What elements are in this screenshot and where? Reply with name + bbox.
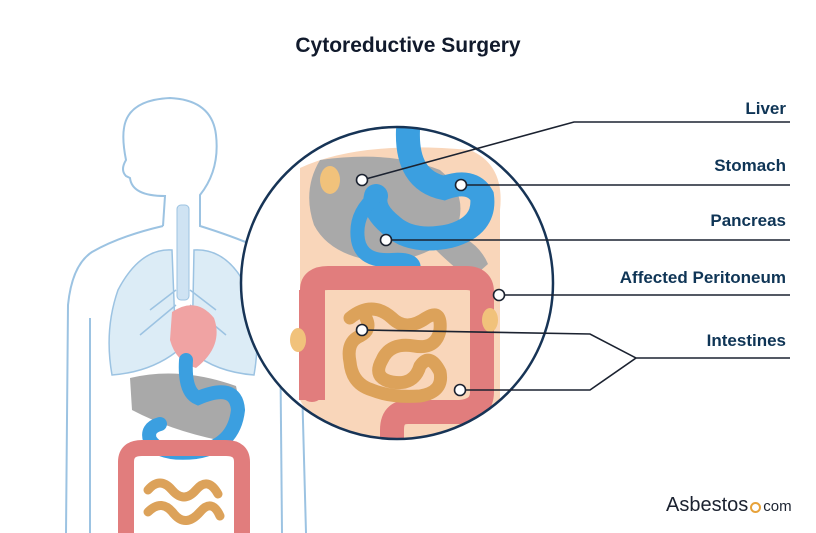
heart [170,305,217,368]
leader-lines [361,121,790,391]
liver-marker [355,173,369,187]
logo-dot-icon [750,502,762,513]
small-intestine-marker [355,323,369,337]
label-stomach: Stomach [714,156,786,175]
large-intestine-marker [453,383,467,397]
liver-leader-line [361,121,790,181]
body-abdomen [118,353,250,533]
zoom-circle-outline [239,125,555,441]
peritoneum-marker [492,288,506,302]
label-liver: Liver [745,99,786,118]
logo-suffix: com [763,498,792,515]
stomach-marker [454,178,468,192]
marker-dots [355,173,506,397]
trachea [176,204,190,301]
page-title: Cytoreductive Surgery [295,34,521,57]
zoom-organs [290,127,501,439]
intestines-leader-line-upper [361,329,790,359]
label-pancreas: Pancreas [710,211,786,230]
label-intestines: Intestines [706,331,786,350]
label-affected-peritoneum: Affected Peritoneum [619,268,786,287]
pancreas-marker [379,233,393,247]
logo-name: Asbestos [666,494,749,516]
intestines-leader-line-lower [460,357,637,391]
asbestos-logo: Asbestos com [666,494,792,517]
